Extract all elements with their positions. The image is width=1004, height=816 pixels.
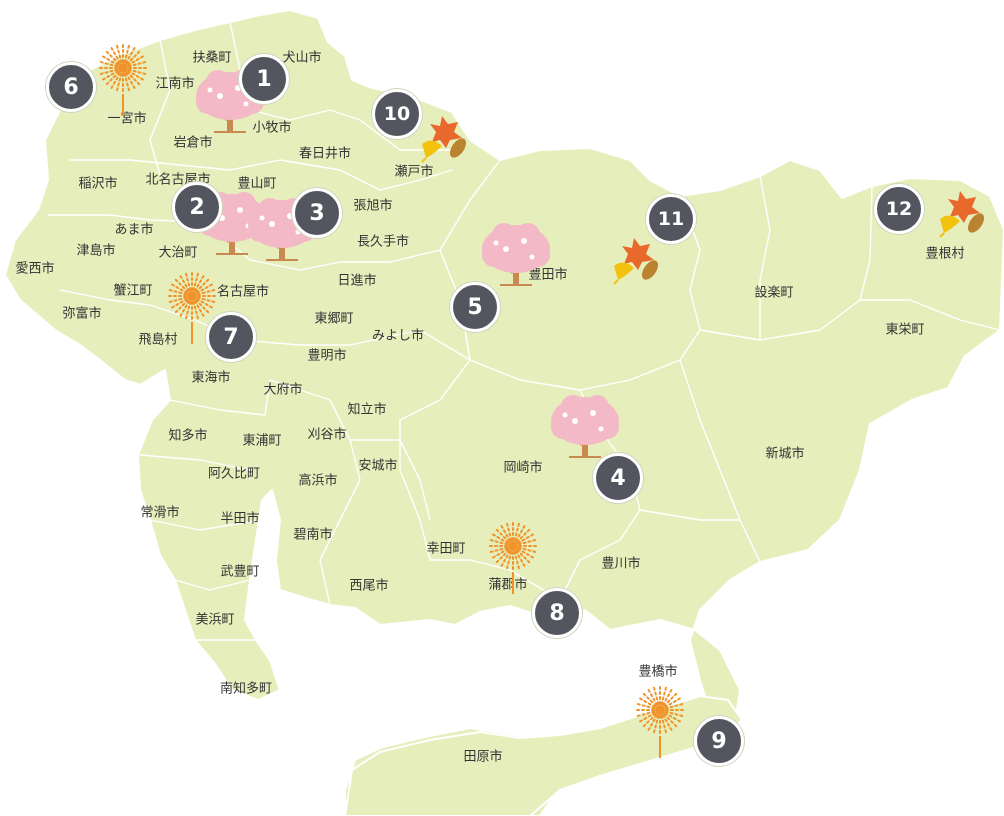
municipality-label: 一宮市 (107, 111, 147, 127)
municipality-label: あま市 (114, 222, 154, 238)
municipality-label: 大府市 (263, 382, 303, 398)
municipality-label: 東浦町 (242, 433, 282, 449)
municipality-label: 名古屋市 (216, 284, 270, 300)
municipal-borders (47, 21, 1001, 723)
municipality-label: 阿久比町 (207, 466, 261, 482)
municipality-label: 田原市 (463, 749, 503, 765)
municipality-label: 東郷町 (314, 311, 354, 327)
firework-icon (162, 266, 222, 346)
municipality-label: 刈谷市 (307, 427, 347, 443)
spot-marker-4[interactable]: 4 (593, 453, 643, 503)
municipality-label: 扶桑町 (192, 50, 232, 66)
municipality-label: 豊根村 (925, 246, 965, 262)
spot-marker-10[interactable]: 10 (372, 89, 422, 139)
autumn-leaves-icon (412, 113, 468, 163)
municipality-label: 幸田町 (426, 541, 466, 557)
municipality-label: 長久手市 (356, 234, 410, 250)
firework-icon (630, 680, 690, 760)
municipality-label: 蒲郡市 (488, 577, 528, 593)
municipality-label: 愛西市 (15, 261, 55, 277)
municipality-label: 稲沢市 (78, 176, 118, 192)
municipality-label: 東栄町 (885, 322, 925, 338)
spot-marker-2[interactable]: 2 (172, 182, 222, 232)
municipality-label: 豊明市 (307, 348, 347, 364)
municipality-label: 知多市 (168, 428, 208, 444)
municipality-label: 豊橋市 (638, 664, 678, 680)
municipality-label: 高浜市 (298, 473, 338, 489)
municipality-label: 津島市 (76, 243, 116, 259)
municipality-label: 犬山市 (282, 50, 322, 66)
municipality-label: 豊山町 (237, 176, 277, 192)
municipality-label: 武豊町 (220, 564, 260, 580)
municipality-label: 江南市 (155, 76, 195, 92)
municipality-label: 春日井市 (298, 146, 352, 162)
municipality-label: 豊田市 (528, 267, 568, 283)
municipality-label: 蟹江町 (113, 283, 153, 299)
municipality-label: 小牧市 (252, 120, 292, 136)
municipality-label: 新城市 (765, 446, 805, 462)
spot-marker-8[interactable]: 8 (532, 588, 582, 638)
land-atsumi (344, 695, 743, 816)
spot-marker-3[interactable]: 3 (292, 188, 342, 238)
municipality-label: 岡崎市 (503, 460, 543, 476)
municipality-label: 知立市 (347, 402, 387, 418)
municipality-label: 南知多町 (219, 681, 273, 697)
municipality-label: 大治町 (158, 245, 198, 261)
municipality-label: 日進市 (337, 273, 377, 289)
municipality-label: 瀬戸市 (394, 164, 434, 180)
spot-marker-5[interactable]: 5 (450, 282, 500, 332)
land-main (4, 9, 1004, 816)
firework-icon (483, 516, 543, 596)
municipality-label: 飛島村 (138, 332, 178, 348)
municipality-label: 東海市 (191, 370, 231, 386)
municipality-label: 半田市 (220, 511, 260, 527)
spot-marker-6[interactable]: 6 (46, 62, 96, 112)
municipality-label: 張旭市 (353, 198, 393, 214)
municipality-label: 設楽町 (754, 285, 794, 301)
firework-icon (93, 38, 153, 118)
municipality-label: 美浜町 (195, 612, 235, 628)
spot-marker-1[interactable]: 1 (239, 54, 289, 104)
municipality-label: 豊川市 (601, 556, 641, 572)
spot-marker-7[interactable]: 7 (206, 312, 256, 362)
municipality-label: 弥富市 (62, 306, 102, 322)
municipality-label: 安城市 (358, 458, 398, 474)
municipality-label: みよし市 (371, 328, 425, 344)
autumn-leaves-icon (604, 235, 660, 285)
spot-marker-12[interactable]: 12 (874, 184, 924, 234)
sakura-tree-icon (545, 392, 625, 462)
spot-marker-11[interactable]: 11 (646, 194, 696, 244)
municipality-label: 西尾市 (349, 578, 389, 594)
municipality-label: 常滑市 (140, 505, 180, 521)
municipality-label: 碧南市 (293, 527, 333, 543)
municipality-label: 岩倉市 (173, 135, 213, 151)
autumn-leaves-icon (930, 188, 986, 238)
spot-marker-9[interactable]: 9 (694, 716, 744, 766)
sakura-tree-icon (476, 220, 556, 290)
